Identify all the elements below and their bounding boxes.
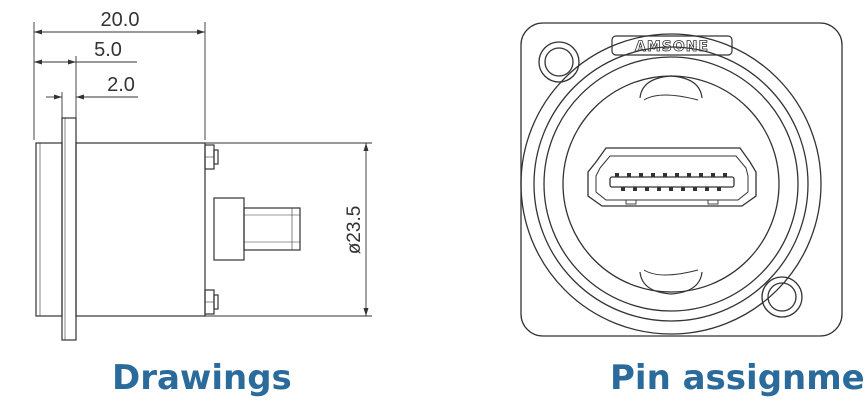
brand-badge: [611, 35, 733, 56]
hdmi-pins: [615, 173, 727, 191]
mounting-hole-top-left: [538, 41, 580, 83]
brand-logo-text: AMSONE: [635, 39, 709, 55]
dim-overall-label: 20.0: [101, 9, 140, 31]
caption-pin-assignment: Pin assignment: [610, 358, 867, 398]
dim-flange-body-label: 5.0: [94, 39, 122, 61]
dim-diameter-label: ø23.5: [344, 206, 365, 255]
caption-drawings: Drawings: [112, 358, 292, 398]
mounting-hole-bottom-right: [761, 276, 803, 318]
dim-flange-label: 2.0: [107, 74, 135, 96]
front-view-connector: [520, 22, 843, 337]
hdmi-receptacle: [587, 147, 757, 207]
side-view-drawing: [33, 22, 372, 341]
